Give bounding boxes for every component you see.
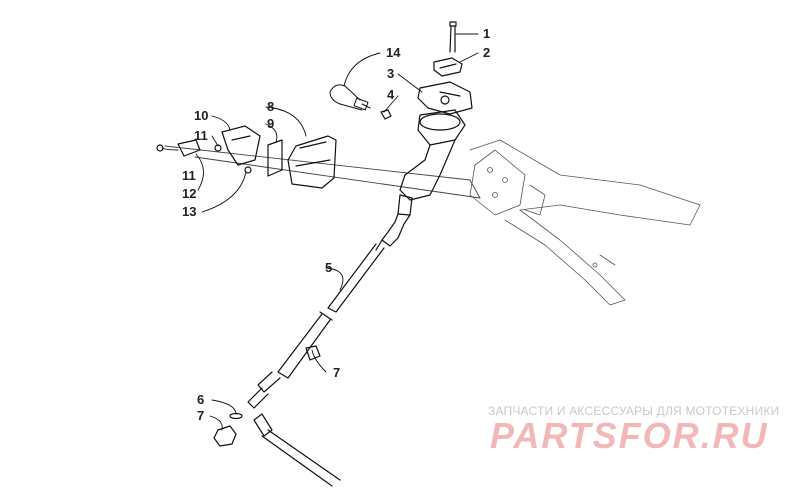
callout-11b: 11 <box>182 168 196 183</box>
callout-12: 12 <box>182 186 196 201</box>
callout-10: 10 <box>194 108 208 123</box>
upper-column-housing <box>399 109 466 201</box>
collar <box>305 345 321 361</box>
callout-1: 1 <box>483 26 490 41</box>
callout-9: 9 <box>267 116 274 131</box>
callout-13: 13 <box>182 204 196 219</box>
clip <box>177 139 201 157</box>
callout-5: 5 <box>325 260 332 275</box>
watermark-logo-text: PARTSFOR.RU <box>490 416 769 456</box>
callout-11a: 11 <box>194 128 208 143</box>
lower-nut <box>213 425 237 447</box>
universal-joint <box>375 194 413 251</box>
callout-14: 14 <box>386 45 401 60</box>
bracket <box>221 125 261 166</box>
callout-labels: 1 2 3 4 5 6 7 7 8 9 10 11 11 12 13 14 <box>182 26 490 423</box>
watermark-logo: PARTSFOR.RU <box>490 416 769 456</box>
vehicle-frame <box>469 139 701 306</box>
watermark-subtitle: ЗАПЧАСТИ И АКСЕССУАРЫ ДЛЯ МОТОТЕХНИКИ <box>488 404 780 418</box>
callout-2: 2 <box>483 45 490 60</box>
shaft-end <box>247 371 281 409</box>
callout-8: 8 <box>267 99 274 114</box>
callout-6: 6 <box>197 392 204 407</box>
lower-shaft <box>277 243 385 379</box>
callout-7b: 7 <box>197 408 204 423</box>
clamp-block <box>417 81 473 115</box>
shroud <box>287 135 337 189</box>
callout-3: 3 <box>387 66 394 81</box>
plate <box>267 139 283 177</box>
callout-4: 4 <box>387 87 395 102</box>
bolt-top <box>449 21 457 53</box>
leader-lines <box>161 33 479 431</box>
small-nut <box>380 109 392 120</box>
cable <box>329 84 371 111</box>
clamp-cap <box>433 57 463 77</box>
callout-7a: 7 <box>333 365 340 380</box>
small-bolts <box>156 144 252 174</box>
tie-rod <box>253 413 341 487</box>
